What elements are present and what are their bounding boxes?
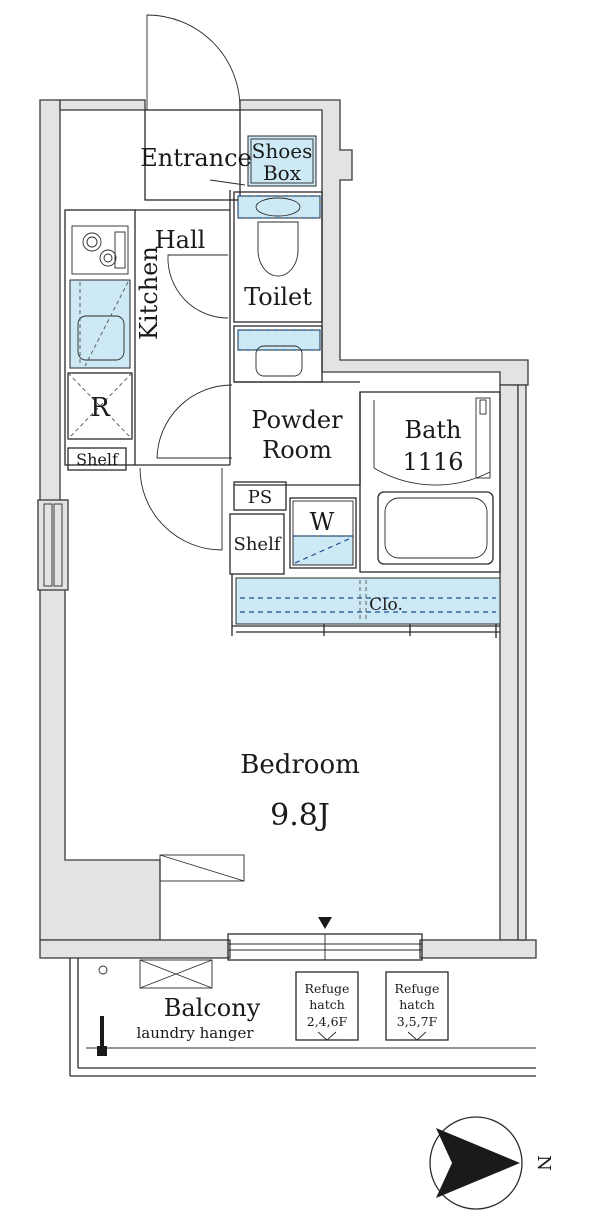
shoes-box [247,135,317,187]
kitchen-shelf [67,447,127,471]
refuge-hatch-2-line3: 3,5,7F [397,1014,438,1029]
compass-circle [429,1116,523,1210]
closet-area: Clo. [231,574,501,638]
refrigerator-label: R [90,393,111,423]
washer-label: W [310,508,335,536]
powder-room-label-line1: Powder [251,406,343,434]
refuge-hatch-2-line2: hatch [399,997,435,1012]
stove [71,225,129,275]
bedroom-label: Bedroom [240,750,360,780]
north-arrow-icon [436,1128,520,1198]
balcony-label: Balcony [164,994,261,1022]
hall-area: Hall [135,190,233,551]
bedroom-size-label: 9.8J [270,798,330,833]
bath-size-label: 1116 [402,448,463,476]
kitchen-shelf-label: Shelf [76,450,119,469]
closet [235,577,501,625]
entrance-label: Entrance [140,144,252,172]
refuge-hatch-1-line3: 2,4,6F [307,1014,348,1029]
toilet-label: Toilet [244,283,312,311]
drain [139,959,213,989]
pipe-space [233,481,287,511]
closet-label: Clo. [369,595,403,615]
laundry-hanger-label: laundry hanger [137,1024,255,1042]
shoes-box-label-line2: Box [263,161,302,185]
air-conditioner [159,854,245,882]
side-window [37,499,69,591]
shoes-box-label-line1: Shoes [252,139,313,163]
compass-north-label: N [533,1155,554,1171]
bath-label: Bath [404,416,461,444]
bedroom-area: Bedroom 9.8J [37,499,423,961]
hall-label: Hall [155,226,206,254]
refuge-hatch-2-line1: Refuge [395,981,440,996]
bath-area: Bath 1116 [359,391,501,573]
balcony-area: Balcony laundry hanger Refuge hatch 2,4,… [69,958,536,1077]
powder-room-area: Powder Room [233,325,361,486]
utility-area: PS Shelf W [229,481,357,575]
kitchen-label: Kitchen [135,246,163,340]
compass: N [429,1116,554,1210]
powder-room-label-line2: Room [262,436,332,464]
toilet-bowl [257,221,299,277]
washer-space [289,497,357,569]
closet-shelf [229,513,285,575]
refuge-hatch-1-line2: hatch [309,997,345,1012]
kitchen-sink [69,279,131,369]
entry-marker [318,917,332,929]
washbasin [255,345,303,377]
toilet-area: Toilet [233,191,323,323]
kitchen-area: R Shelf Kitchen [64,209,163,471]
bathtub [377,491,494,565]
entrance-area: Shoes Box Entrance [140,14,317,201]
refrigerator [67,372,133,440]
closet-shelf-label: Shelf [234,534,282,555]
ps-label: PS [248,487,272,508]
refuge-hatch-1-line1: Refuge [305,981,350,996]
